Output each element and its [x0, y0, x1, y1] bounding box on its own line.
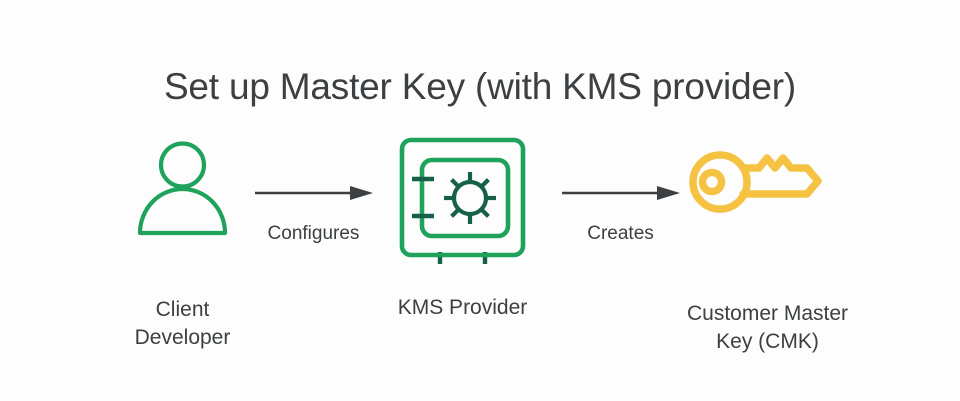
caption-line: Client	[155, 298, 210, 321]
caption-line: KMS Provider	[397, 296, 528, 319]
node-caption-client-developer: Client Developer	[70, 296, 295, 352]
node-caption-customer-master-key: Customer Master Key (CMK)	[655, 300, 880, 356]
node-client-developer: Client Developer	[70, 140, 295, 352]
user-icon	[70, 140, 295, 240]
caption-line: Developer	[134, 325, 231, 349]
node-caption-kms-provider: KMS Provider	[350, 294, 575, 322]
arrow-creates: Creates	[553, 185, 688, 245]
caption-line: Customer Master	[686, 302, 849, 325]
node-customer-master-key: Customer Master Key (CMK)	[655, 140, 880, 356]
page-title: Set up Master Key (with KMS provider)	[163, 66, 797, 107]
caption-line: Key (CMK)	[716, 329, 819, 353]
safe-icon	[350, 134, 575, 266]
key-icon	[655, 140, 880, 220]
arrow-label-creates: Creates	[587, 223, 654, 244]
arrow-configures: Configures	[246, 185, 381, 245]
node-kms-provider: KMS Provider	[350, 134, 575, 322]
arrow-label-configures: Configures	[267, 223, 360, 244]
